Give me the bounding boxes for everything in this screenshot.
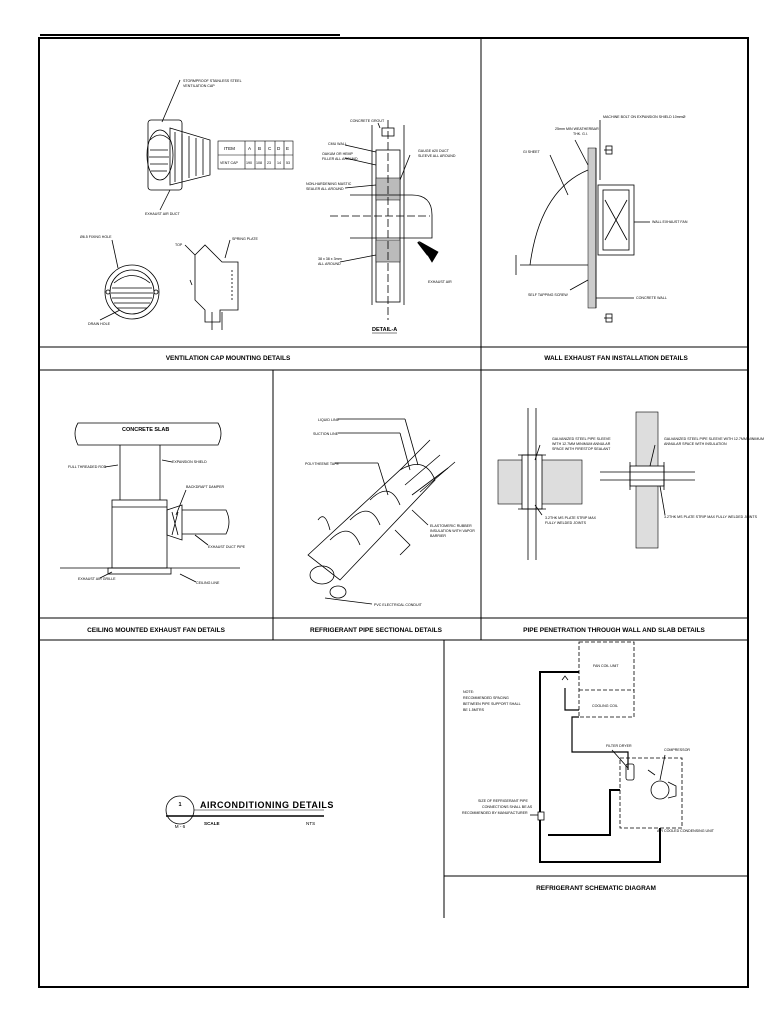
label-ceiling-line: CEILING LINE [196, 581, 220, 585]
detail-a-drawing [330, 120, 439, 320]
label-filler: FILLER ALL AROUND [322, 157, 358, 161]
label-plate-1: 3.2THK MS PLATE STRIP MAX [545, 516, 597, 520]
label-galv-sleeve-1c: SPACE WITH FIRESTOP SEALANT [552, 447, 611, 451]
schematic-title: REFRIGERANT SCHEMATIC DIAGRAM [536, 885, 656, 892]
label-plate-2: 3.2THK MS PLATE STRIP MAX FULLY WELDED J… [664, 515, 758, 519]
label-gauge: GAUGE #20 DUCT [418, 149, 450, 153]
label-wall-exhaust-fan: WALL EXHAUST FAN [652, 220, 688, 224]
pipe-penetration-title: PIPE PENETRATION THROUGH WALL AND SLAB D… [523, 627, 705, 634]
refrig-pipe-panel [307, 418, 456, 605]
label-all-around: ALL AROUND [318, 262, 341, 266]
label-compressor: COMPRESSOR [664, 748, 690, 752]
table-header-d: D [277, 146, 281, 151]
table-cell-item: VENT CAP [220, 161, 239, 165]
sheet-frame [38, 34, 749, 988]
label-concrete-slab: CONCRETE SLAB [122, 427, 169, 433]
label-machine-bolt: MACHINE BOLT ON EXPANSION SHIELD 10mmØ [603, 115, 686, 119]
label-suction-line: SUCTION LINE [313, 432, 339, 436]
detail-a-title: DETAIL-A [372, 327, 397, 333]
vent-cap-drawing [146, 79, 211, 211]
label-barrier: BARRIER [430, 534, 446, 538]
label-galv-sleeve-1b: WITH 12.7MM MINIMUM ANNULAR [552, 442, 611, 446]
label-exhaust-duct: EXHAUST AIR DUCT [145, 212, 180, 216]
table-header-b: B [258, 146, 261, 151]
label-elastomeric: ELASTOMERIC RUBBER [430, 524, 472, 528]
label-threaded-rod: FULL THREADED ROD [68, 465, 107, 469]
label-cooling-coil: COOLING COIL [592, 704, 618, 708]
note-line-1: NOTE: [463, 690, 474, 694]
label-cmu-wall: CMU WALL [328, 142, 347, 146]
label-top: TOP [175, 243, 183, 247]
label-oakum: OAKUM OR HEMP [322, 152, 354, 156]
label-spring-plate: SPRING PLATE [232, 237, 258, 241]
table-header-item: ITEM [224, 146, 235, 151]
vent-cap-panel: STORMPROOF STAINLESS STEEL VENTILATION C… [80, 79, 456, 334]
note-line-2: RECOMMENDED SPACING [463, 696, 509, 700]
vent-cap-front-view [99, 239, 160, 321]
label-mastic: NON-HARDENING MASTIC [306, 182, 352, 186]
label-galv-sleeve-1: GALVANIZED STEEL PIPE SLEEVE [552, 437, 611, 441]
title-number: 1 [178, 802, 181, 808]
title-scale: SCALE [204, 821, 220, 826]
table-cell-c: 23 [267, 161, 271, 165]
spring-plate-drawing [184, 239, 239, 330]
label-exhaust-air: EXHAUST AIR [428, 280, 452, 284]
label-galv-sleeve-2: GALVANIZED STEEL PIPE SLEEVE WITH 12.7MM… [664, 437, 764, 441]
label-size-3: RECOMMENDED BY MANUFACTURER [462, 811, 528, 815]
ceiling-fan-panel [60, 422, 240, 583]
note-line-3: BETWEEN PIPE SUPPORT SHALL [463, 702, 521, 706]
table-cell-a: 190 [246, 161, 252, 165]
label-exhaust-pipe: EXHAUST DUCT PIPE [208, 545, 246, 549]
label-size-1: SIZE OF REFRIGERANT PIPE [478, 799, 528, 803]
title-nts: NTS [306, 821, 315, 826]
label-drain-hole: DRAIN HOLE [88, 322, 111, 326]
label-polythene: POLYTHEENE TAPE [305, 462, 340, 466]
label-self-tapping: SELF TAPPING SCREW [528, 293, 568, 297]
label-air-grille: EXHAUST AIR GRILLE [78, 577, 116, 581]
label-condensing-unit: AIR COOLED CONDENSING UNIT [657, 829, 715, 833]
label-plate-1b: FULLY WELDED JOINTS [545, 521, 587, 525]
label-expansion-shield: EXPANSION SHIELD [172, 460, 207, 464]
table-header-c: C [268, 146, 272, 151]
refrig-pipe-title: REFRIGERANT PIPE SECTIONAL DETAILS [310, 627, 443, 634]
label-concrete-wall: CONCRETE WALL [636, 296, 667, 300]
label-insulation: INSULATION WITH VAPOR [430, 529, 475, 533]
label-backdraft: BACKDRAFT DAMPER [186, 485, 224, 489]
table-cell-b: 108 [256, 161, 262, 165]
label-filter-dryer: FILTER DRYER [606, 744, 632, 748]
pipe-penetration-panel [497, 408, 695, 560]
label-fan-coil-unit: FAN COIL UNIT [593, 664, 619, 668]
vent-cap-table [217, 140, 294, 170]
wall-fan-title: WALL EXHAUST FAN INSTALLATION DETAILS [544, 355, 688, 362]
title-block [165, 795, 324, 825]
schematic-panel [530, 641, 683, 863]
vent-cap-title: VENTILATION CAP MOUNTING DETAILS [166, 355, 291, 362]
label-stormproof: STORMPROOF STAINLESS STEEL [183, 79, 242, 83]
table-cell-e: 53 [286, 161, 290, 165]
label-concrete-grout: CONCRETE GROUT [350, 119, 385, 123]
title-heading: AIRCONDITIONING DETAILS [200, 800, 334, 810]
label-fixing-hole: Ø6.5 FIXING HOLE [80, 235, 112, 239]
label-conduit: PVC ELECTRICAL CONDUIT [374, 603, 423, 607]
label-weatherbar: 25mm MIN WEATHERBAR [555, 127, 599, 131]
label-sealer: SEALER ALL AROUND [306, 187, 344, 191]
label-galv-sleeve-2b: ANNULAR SPACE WITH INSULATION [664, 442, 727, 446]
table-header-a: A [248, 146, 252, 151]
table-header-e: E [286, 146, 289, 151]
table-cell-d: 14 [277, 161, 281, 165]
label-vent-cap: VENTILATION CAP [183, 84, 215, 88]
label-thk: THK. G.I. [573, 132, 588, 136]
label-liquid-line: LIQUID LINE [318, 418, 340, 422]
wall-fan-panel [515, 120, 650, 323]
label-gi-sheet: GI SHEET [523, 150, 541, 154]
label-size-2: CONNECTIONS SHALL BE AS [482, 805, 533, 809]
label-angle: 38 x 38 x 3mm [318, 257, 342, 261]
ceiling-fan-title: CEILING MOUNTED EXHAUST FAN DETAILS [87, 627, 225, 634]
title-sheet-ref: M - 6 [175, 824, 186, 829]
note-line-4: BE 1.5MTRS [463, 708, 485, 712]
label-sleeve: SLEEVE ALL AROUND [418, 154, 456, 158]
